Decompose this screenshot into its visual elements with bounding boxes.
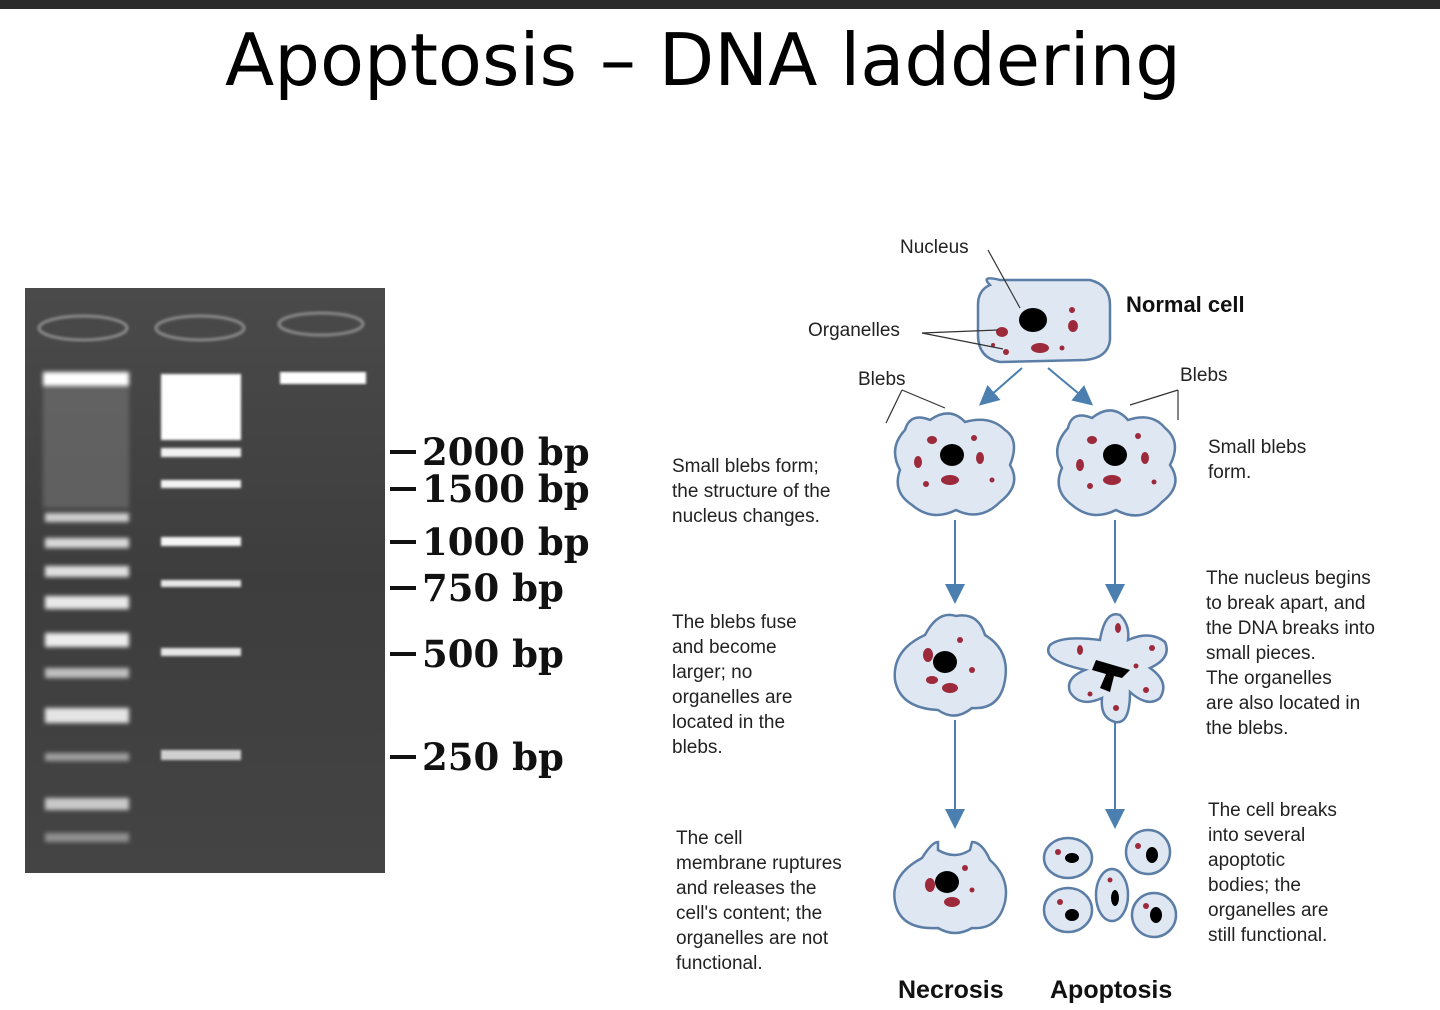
marker-750bp: 750 bp [390,570,564,607]
label-blebs-left: Blebs [858,369,906,390]
label-apoptosis: Apoptosis [1050,976,1173,1004]
apoptosis-cell-fragmenting [1047,613,1168,724]
necrosis-cell-ruptured [893,840,1008,935]
lane-intact-dna [280,372,366,384]
marker-1500bp: 1500 bp [390,471,590,508]
marker-2000bp: 2000 bp [390,434,590,471]
necrosis-apoptosis-diagram: Nucleus Organelles Normal cell Blebs Ble… [660,230,1440,1010]
marker-500bp: 500 bp [390,636,564,673]
lane-apoptotic-ladder [43,372,129,842]
label-organelles: Organelles [808,320,900,341]
label-necrosis-step1: Small blebs form; the structure of the n… [672,456,831,527]
label-normal-cell: Normal cell [1126,292,1245,317]
label-apoptosis-step2: The nucleus begins to break apart, and t… [1206,568,1375,739]
slide-title: Apoptosis – DNA laddering [224,18,1181,102]
label-necrosis: Necrosis [898,976,1004,1004]
lane-size-marker [161,374,241,760]
necrosis-cell-blebs [893,412,1016,517]
marker-1000bp: 1000 bp [390,524,590,561]
dna-gel-image [25,288,385,873]
top-border [0,0,1440,9]
apoptosis-cell-blebs [1055,409,1177,517]
label-nucleus: Nucleus [900,237,969,258]
label-blebs-right: Blebs [1180,365,1228,386]
label-apoptosis-step3: The cell breaks into several apoptotic b… [1208,800,1337,946]
label-apoptosis-step1: Small blebs form. [1208,437,1307,483]
gel-wells [37,311,365,342]
necrosis-cell-swollen [893,613,1008,717]
label-necrosis-step3: The cell membrane ruptures and releases … [676,828,842,974]
marker-250bp: 250 bp [390,739,564,776]
normal-cell [976,277,1112,364]
apoptotic-bodies [1042,828,1178,939]
label-necrosis-step2: The blebs fuse and become larger; no org… [672,612,797,758]
